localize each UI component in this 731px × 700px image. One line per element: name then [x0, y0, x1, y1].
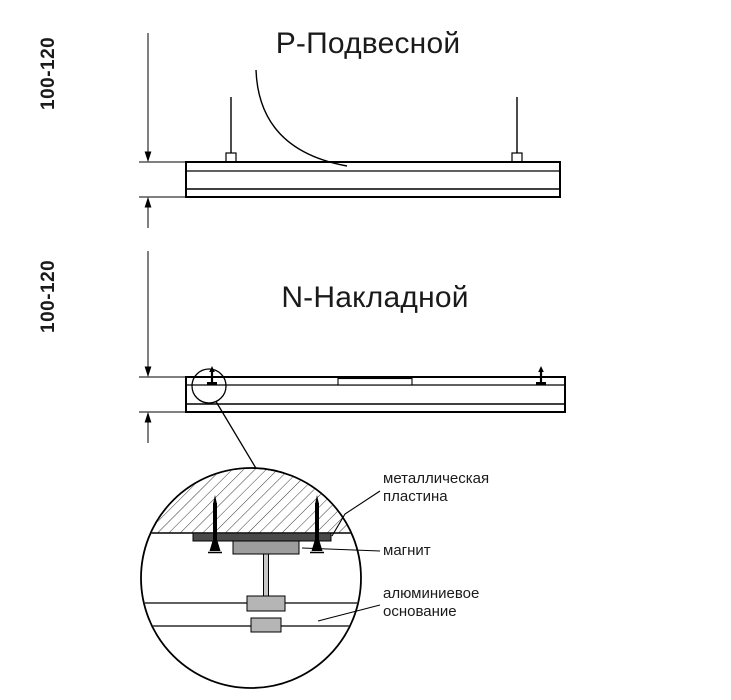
arrowhead-down: [144, 151, 152, 162]
title-leader-curve: [255, 69, 348, 167]
surface-title: N-Накладной: [281, 281, 469, 314]
base-leader-line: [317, 604, 381, 622]
suspended-dimension: [139, 33, 186, 228]
detail-contents: [142, 469, 360, 633]
metal-plate-label-line2: пластина: [383, 488, 448, 505]
screw-tip: [315, 495, 319, 504]
detail-leader-line: [215, 401, 258, 471]
aluminum-base-label-line1: алюминиевое: [383, 585, 480, 602]
wire-gripper-left: [225, 152, 237, 163]
magnet: [232, 540, 300, 555]
screw-shaft: [315, 503, 319, 541]
suspended-luminaire-view: [185, 69, 561, 198]
screw-shaft: [213, 503, 217, 541]
detail-label-leaders: [301, 490, 381, 622]
suspended-dimension-text: 100-120: [38, 36, 59, 110]
mounting-screw-side-right: [536, 366, 546, 385]
plate-leader-line: [331, 490, 381, 537]
arrowhead-up: [144, 197, 152, 208]
screw-head: [209, 541, 221, 551]
detail-view: [140, 467, 362, 689]
aluminum-base-label-line2: основание: [383, 603, 457, 620]
arrowhead-down: [144, 366, 152, 377]
suspended-luminaire-body: [185, 161, 561, 198]
suspended-title: Р-Подвесной: [275, 27, 461, 60]
base-nut-block: [250, 617, 282, 633]
surface-dimension-text: 100-120: [38, 259, 59, 333]
screw-tip: [538, 366, 544, 372]
surface-dimension: [139, 251, 186, 443]
screw-tip: [213, 495, 217, 504]
top-cover-plate: [337, 377, 413, 386]
magnet-leader-line: [301, 547, 381, 552]
detail-marker-circle: [191, 368, 227, 404]
wire-gripper-right: [511, 152, 523, 163]
arrowhead-up: [144, 412, 152, 423]
plate-screw-left: [208, 495, 222, 554]
magnet-label: магнит: [383, 542, 431, 559]
base-coupler-block: [246, 595, 286, 612]
magnet-stem-screw: [263, 553, 269, 601]
aluminum-base-label: алюминиевое основание: [383, 585, 479, 621]
surface-luminaire-view: [185, 366, 566, 471]
metal-plate-label: металлическая пластина: [383, 470, 489, 506]
metal-plate-label-line1: металлическая: [383, 470, 490, 487]
